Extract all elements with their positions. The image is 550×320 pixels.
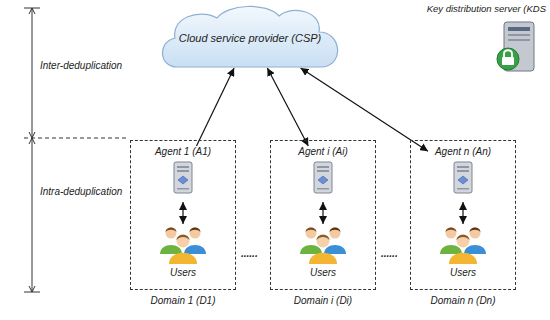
- users-group: Users: [153, 224, 213, 284]
- server-label: Key distribution server (KDS: [427, 4, 546, 15]
- server-icon: [310, 161, 336, 195]
- agent-label: Agent 1 (A1): [155, 146, 211, 158]
- key-server: Key distribution server (KDS: [400, 4, 546, 84]
- domain-box: Domain 1 (D1) Agent 1 (A1) Users: [130, 140, 236, 315]
- agent-label: Agent i (Ai): [298, 146, 347, 158]
- cloud-label: Cloud service provider (CSP): [179, 32, 321, 45]
- users-label: Users: [310, 267, 336, 279]
- domain-box: Domain i (Di) Agent i (Ai) Users: [270, 140, 376, 315]
- users-label: Users: [450, 267, 476, 279]
- agent-server: Agent 1 (A1): [148, 146, 218, 202]
- users-group: Users: [293, 224, 353, 284]
- ellipsis-label: ......: [381, 248, 398, 260]
- users-icon: [295, 224, 351, 264]
- users-label: Users: [170, 267, 196, 279]
- link-arrow: [182, 202, 183, 224]
- ellipsis-label: ......: [241, 248, 258, 260]
- cloud-shape: Cloud service provider (CSP): [155, 2, 345, 68]
- server-icon: [450, 161, 476, 195]
- scope-label: Intra-deduplication: [40, 186, 122, 198]
- users-group: Users: [433, 224, 493, 284]
- link-arrow: [196, 68, 234, 146]
- link-arrow: [301, 68, 428, 151]
- domain-label: Domain i (Di): [294, 295, 352, 307]
- domain-box: Domain n (Dn) Agent n (An) Users: [410, 140, 516, 315]
- domain-label: Domain n (Dn): [430, 295, 495, 307]
- link-arrow: [267, 68, 308, 146]
- link-arrow: [462, 202, 463, 224]
- link-arrow: [322, 202, 323, 224]
- server-lock-icon: [494, 21, 540, 73]
- users-icon: [155, 224, 211, 264]
- agent-server: Agent n (An): [428, 146, 498, 202]
- users-icon: [435, 224, 491, 264]
- domain-label: Domain 1 (D1): [150, 295, 215, 307]
- agent-server: Agent i (Ai): [288, 146, 358, 202]
- server-icon: [170, 161, 196, 195]
- scope-label: Inter-deduplication: [40, 60, 122, 72]
- agent-label: Agent n (An): [435, 146, 491, 158]
